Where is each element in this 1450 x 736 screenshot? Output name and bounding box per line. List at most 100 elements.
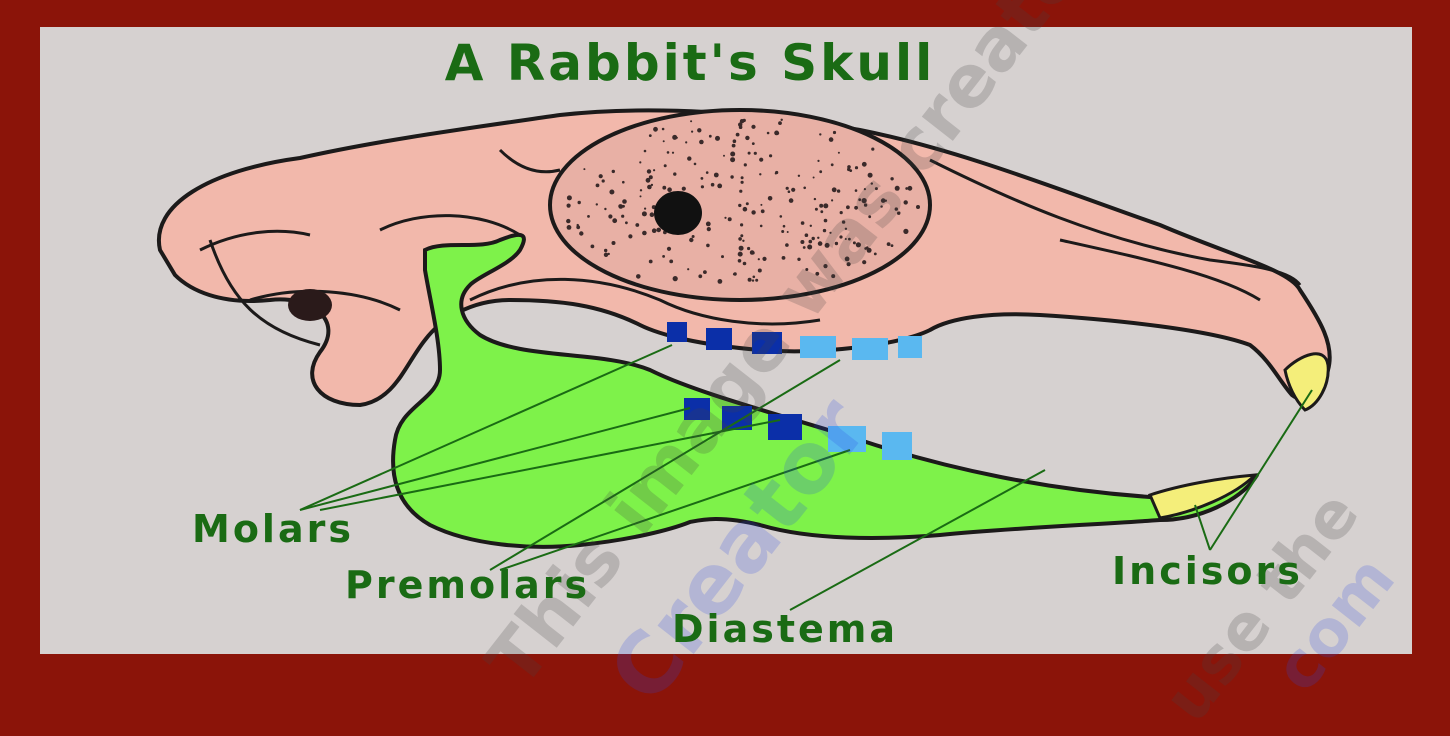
orbit-speckle xyxy=(644,208,646,210)
orbit-speckle xyxy=(738,204,741,207)
orbit-speckle xyxy=(622,205,625,208)
orbit-speckle xyxy=(781,119,783,121)
orbit-speckle xyxy=(730,152,735,157)
orbit-speckle xyxy=(699,140,704,145)
orbit-speckle xyxy=(612,218,617,223)
orbit-speckle xyxy=(578,201,581,204)
orbit-speckle xyxy=(711,183,715,187)
orbit-speckle xyxy=(758,258,760,260)
orbit-speckle xyxy=(647,169,651,173)
orbit-speckle xyxy=(604,253,608,257)
orbit-speckle xyxy=(723,155,725,157)
orbit-speckle xyxy=(787,231,789,233)
orbit-speckle xyxy=(628,234,632,238)
orbit-speckle xyxy=(760,204,762,206)
orbit-speckle xyxy=(703,270,707,274)
orbit-speckle xyxy=(656,228,661,233)
orbit-speckle xyxy=(577,224,579,226)
orbit-speckle xyxy=(748,278,752,282)
label-incisors: Incisors xyxy=(1112,549,1303,593)
orbit-speckle xyxy=(751,210,755,214)
orbit-speckle xyxy=(760,225,763,228)
orbit-speckle xyxy=(740,223,743,226)
label-premolars: Premolars xyxy=(345,563,590,607)
orbit-speckle xyxy=(602,179,605,182)
orbit-speckle xyxy=(762,257,766,261)
orbit-speckle xyxy=(669,260,673,264)
orbit-speckle xyxy=(612,170,615,173)
orbit-speckle xyxy=(739,246,744,251)
orbit-speckle xyxy=(709,135,712,138)
orbit-speckle xyxy=(587,215,590,218)
orbit-speckle xyxy=(673,276,678,281)
orbit-speckle xyxy=(687,156,691,160)
orbit-speckle xyxy=(567,204,571,208)
orbit-speckle xyxy=(715,136,720,141)
orbit-speckle xyxy=(752,279,754,281)
orbit-speckle xyxy=(608,214,612,218)
orbit-speckle xyxy=(618,204,622,208)
label-diastema: Diastema xyxy=(672,607,898,651)
orbit-speckle xyxy=(682,187,686,191)
orbit-speckle xyxy=(786,187,789,190)
orbit-speckle xyxy=(642,211,647,216)
orbit-speckle xyxy=(759,158,763,162)
orbit-speckle xyxy=(701,185,704,188)
orbit-speckle xyxy=(788,190,791,193)
orbit-speckle xyxy=(740,234,743,237)
orbit-speckle xyxy=(781,230,784,233)
orbit-speckle xyxy=(579,231,583,235)
orbit-speckle xyxy=(748,152,751,155)
orbit-speckle xyxy=(778,121,782,125)
orbit-speckle xyxy=(767,132,770,135)
orbit-speckle xyxy=(819,170,822,173)
orbit-speckle xyxy=(747,247,750,250)
orbit-speckle xyxy=(640,189,642,191)
orbit-speckle xyxy=(738,252,743,257)
orbit-speckle xyxy=(689,238,693,242)
orbit-speckle xyxy=(817,160,819,162)
orbit-speckle xyxy=(609,190,614,195)
label-molars: Molars xyxy=(192,507,354,551)
orbit-speckle xyxy=(644,150,647,153)
orbit-speckle xyxy=(687,268,689,270)
orbit-speckle xyxy=(746,202,749,205)
orbit-speckle xyxy=(672,152,674,154)
orbit-speckle xyxy=(783,225,786,228)
orbit-speckle xyxy=(736,133,740,137)
orbit-speckle xyxy=(744,163,747,166)
orbit-speckle xyxy=(596,203,598,205)
orbit-speckle xyxy=(667,151,670,154)
ear-opening xyxy=(288,289,332,321)
orbit-speckle xyxy=(625,221,628,224)
orbit-speckle xyxy=(612,241,616,245)
orbit-speckle xyxy=(724,217,726,219)
skull-eye-socket xyxy=(654,191,702,235)
orbit-speckle xyxy=(662,255,665,258)
orbit-speckle xyxy=(599,174,603,178)
orbit-speckle xyxy=(622,181,625,184)
orbit-speckle xyxy=(745,136,749,140)
orbit-speckle xyxy=(733,273,735,275)
orbit-speckle xyxy=(733,139,737,143)
orbit-speckle xyxy=(739,190,742,193)
orbit-speckle xyxy=(813,177,815,179)
orbit-speckle xyxy=(591,245,595,249)
orbit-speckle xyxy=(662,128,665,131)
orbit-speckle xyxy=(752,251,755,254)
orbit-speckle xyxy=(596,184,600,188)
diagram-title: A Rabbit's Skull xyxy=(0,34,1380,92)
orbit-speckle xyxy=(831,163,834,166)
orbit-speckle xyxy=(751,125,755,129)
orbit-speckle xyxy=(829,137,834,142)
orbit-speckle xyxy=(653,169,655,171)
orbit-speckle xyxy=(604,208,606,210)
orbit-speckle xyxy=(640,195,642,197)
orbit-speckle xyxy=(742,240,744,242)
orbit-speckle xyxy=(667,247,671,251)
orbit-speckle xyxy=(650,212,655,217)
orbit-speckle xyxy=(730,175,733,178)
orbit-speckle xyxy=(667,187,672,192)
orbit-speckle xyxy=(706,244,710,248)
orbit-speckle xyxy=(752,142,755,145)
